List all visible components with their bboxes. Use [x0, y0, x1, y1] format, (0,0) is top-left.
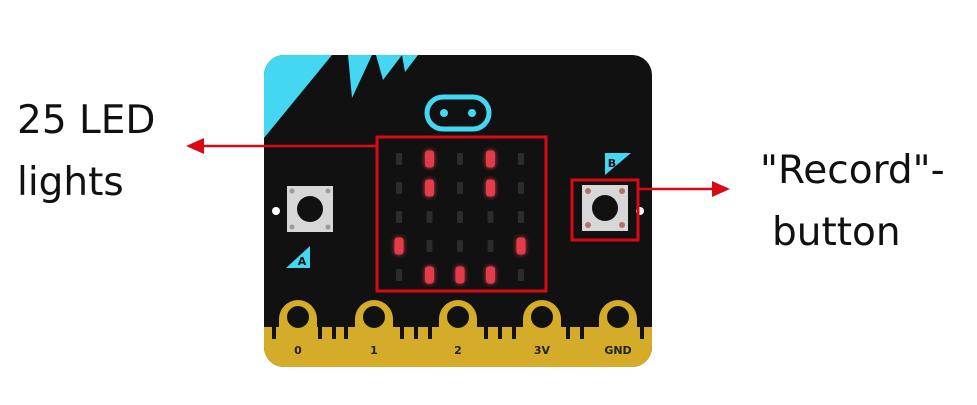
pin-label: GND: [604, 344, 631, 357]
edge-hole: [272, 207, 280, 215]
button-a-marker: A: [286, 246, 310, 268]
led-off: [518, 182, 524, 194]
record-label-line2: button: [772, 210, 901, 255]
accent-shape: [264, 55, 332, 138]
led-highlight-box: [375, 135, 548, 293]
led-off: [426, 240, 433, 252]
led-callout-label: 25 LED lights: [17, 90, 155, 214]
record-callout-label: "Record"- button: [760, 140, 945, 264]
led-on: [486, 266, 495, 284]
pin-label: 3V: [534, 344, 551, 357]
led-on: [486, 150, 495, 168]
led-on: [455, 266, 465, 284]
led-off: [426, 211, 433, 223]
led-off: [457, 211, 463, 223]
accent-shape: [348, 55, 372, 98]
button-a-label: A: [298, 255, 307, 268]
led-off: [396, 153, 402, 165]
led-off: [487, 240, 494, 252]
button-b-label: B: [608, 157, 616, 170]
pin-0: 0: [279, 300, 317, 367]
pin-3v: 3V: [523, 300, 561, 367]
led-off: [457, 153, 463, 165]
led-off: [518, 269, 524, 281]
led-on: [394, 237, 404, 255]
led-off: [396, 211, 402, 223]
logo-icon: [424, 94, 492, 132]
button-b[interactable]: [582, 185, 628, 231]
record-highlight-box: [570, 178, 640, 242]
button-a[interactable]: [287, 186, 333, 232]
led-on: [425, 266, 434, 284]
led-off: [396, 182, 402, 194]
pin-1: 1: [355, 300, 393, 367]
led-matrix: [394, 150, 526, 284]
accent-shape: [376, 55, 402, 80]
led-label-line2: lights: [17, 160, 124, 205]
record-arrow: [638, 181, 730, 197]
pin-gnd: GND: [599, 300, 637, 367]
led-on: [425, 150, 434, 168]
led-arrow: [186, 138, 377, 154]
led-off: [457, 182, 463, 194]
led-off: [487, 211, 494, 223]
led-on: [425, 179, 434, 197]
led-off: [518, 153, 524, 165]
button-b-marker: B: [605, 153, 631, 175]
led-on: [516, 237, 526, 255]
pin-label: 2: [454, 344, 462, 357]
led-off: [457, 240, 463, 252]
led-on: [486, 179, 495, 197]
pin-label: 1: [370, 344, 378, 357]
connector-teeth: [272, 327, 644, 339]
pin-2: 2: [439, 300, 477, 367]
led-off: [396, 269, 402, 281]
record-label-line1: "Record"-: [760, 148, 945, 193]
pin-label: 0: [294, 344, 302, 357]
led-off: [518, 211, 524, 223]
accent-shape: [402, 55, 418, 72]
led-label-line1: 25 LED: [17, 98, 156, 143]
